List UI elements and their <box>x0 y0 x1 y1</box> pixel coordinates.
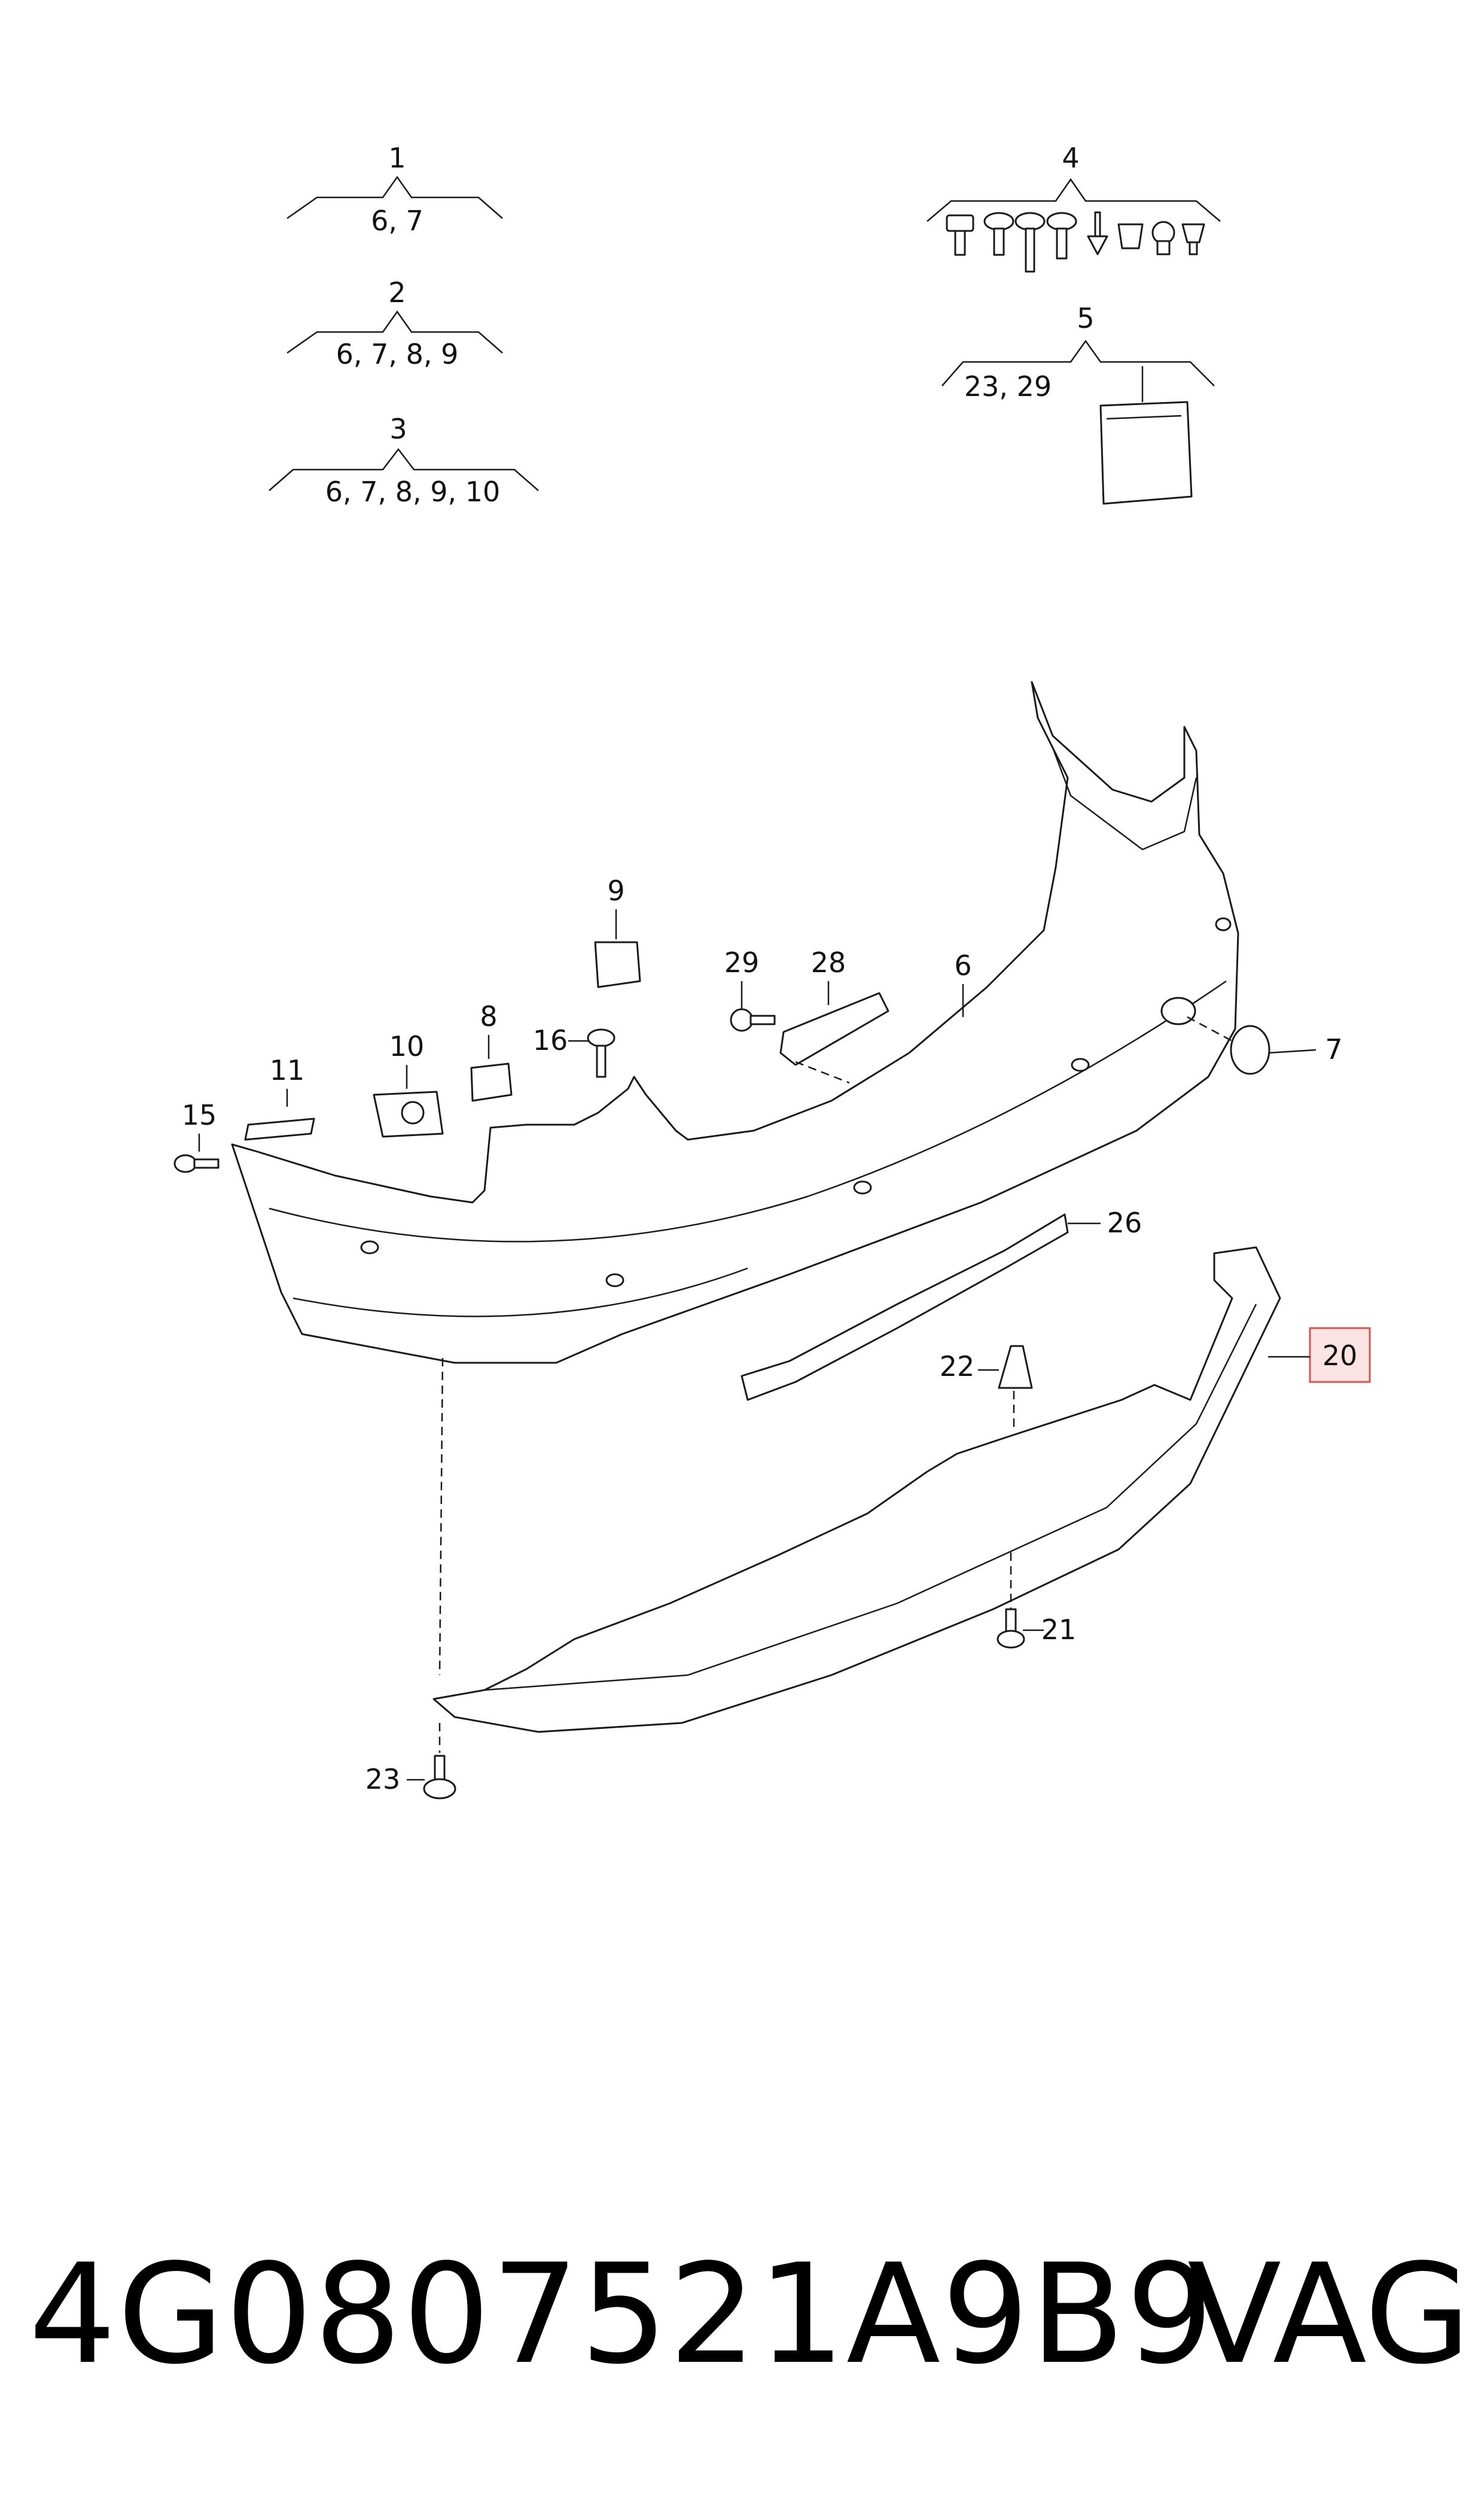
sensor-hole-icon <box>605 1273 624 1287</box>
screw-29-icon <box>730 1008 776 1032</box>
callout-16: 16 <box>533 1024 568 1056</box>
group-3-bracket <box>269 447 539 491</box>
screw-21-icon <box>997 1608 1025 1649</box>
callout-26: 26 <box>1107 1207 1142 1239</box>
callout-9: 9 <box>607 875 624 907</box>
clip-9-icon <box>594 941 641 988</box>
callout-6: 6 <box>954 949 971 982</box>
callout-21: 21 <box>1041 1613 1077 1646</box>
group-5-members: 23, 29 <box>964 370 1052 403</box>
callout-10: 10 <box>389 1030 425 1062</box>
callout-20: 20 <box>1323 1339 1358 1372</box>
group-callout-5: 5 23, 29 <box>941 302 1215 505</box>
group-2-members: 6, 7, 8, 9 <box>336 338 459 370</box>
diffuser-20-edge <box>484 1304 1257 1691</box>
group-5-number: 5 <box>1077 302 1094 334</box>
group-callout-1: 1 6, 7 <box>287 142 503 237</box>
bag-icon <box>1099 401 1193 505</box>
strip-11-icon <box>244 1118 315 1141</box>
tow-eye-opening-icon <box>1160 997 1196 1025</box>
callout-8: 8 <box>480 1000 497 1033</box>
tow-eye-cover-icon <box>1230 1025 1270 1075</box>
clip-22-icon <box>998 1345 1033 1389</box>
part-number: 4G0807521A9B9 <box>29 2235 1215 2395</box>
bumper-cover <box>231 681 1239 1364</box>
bumper-lower-line <box>292 1267 748 1317</box>
leader-7-dash <box>1187 1016 1233 1042</box>
callout-11: 11 <box>270 1054 305 1086</box>
bracket-10-hole <box>401 1101 425 1125</box>
group-2-number: 2 <box>388 276 406 309</box>
screw-23-icon <box>423 1755 456 1800</box>
trim-strip-26 <box>741 1213 1069 1401</box>
callout-29: 29 <box>724 946 760 979</box>
bumper-corner-line <box>1052 747 1197 851</box>
group-4-number: 4 <box>1062 142 1079 174</box>
bracket-28-dash <box>795 1061 850 1084</box>
callout-22: 22 <box>940 1350 975 1383</box>
callout-23: 23 <box>365 1763 401 1795</box>
screw-16-icon <box>587 1028 615 1078</box>
group-1-number: 1 <box>388 142 406 174</box>
screw-15-icon <box>173 1154 220 1173</box>
alignment-dash-line <box>438 1357 444 1676</box>
group-2-bracket <box>287 310 503 354</box>
callout-15: 15 <box>182 1099 217 1131</box>
bag-seal-line <box>1106 415 1182 420</box>
sensor-hole-icon <box>853 1180 872 1195</box>
group-callout-2: 2 6, 7, 8, 9 <box>287 276 503 370</box>
diffuser-20-outline <box>432 1246 1281 1733</box>
cover-8-icon <box>470 1062 513 1102</box>
callout-20-highlight-box <box>1309 1327 1371 1383</box>
fastener-set-icon <box>946 211 1205 273</box>
leader-7 <box>1267 1049 1317 1054</box>
group-callout-4: 4 <box>927 142 1221 273</box>
group-5-bracket <box>941 339 1215 386</box>
brand-label: VAG <box>1187 2235 1471 2395</box>
bracket-28-icon <box>779 992 889 1066</box>
group-1-members: 6, 7 <box>371 205 423 237</box>
sensor-hole-icon <box>360 1240 379 1255</box>
sensor-hole-icon <box>1215 917 1232 931</box>
group-3-number: 3 <box>389 413 407 445</box>
group-callout-3: 3 6, 7, 8, 9, 10 <box>269 413 539 508</box>
group-4-bracket <box>927 178 1221 222</box>
sensor-hole-icon <box>1071 1058 1090 1072</box>
callout-28: 28 <box>811 946 846 979</box>
tow-eye-cover: 7 <box>1187 1016 1343 1075</box>
group-3-members: 6, 7, 8, 9, 10 <box>325 476 501 508</box>
group-1-bracket <box>287 175 503 220</box>
callout-7: 7 <box>1325 1033 1342 1065</box>
